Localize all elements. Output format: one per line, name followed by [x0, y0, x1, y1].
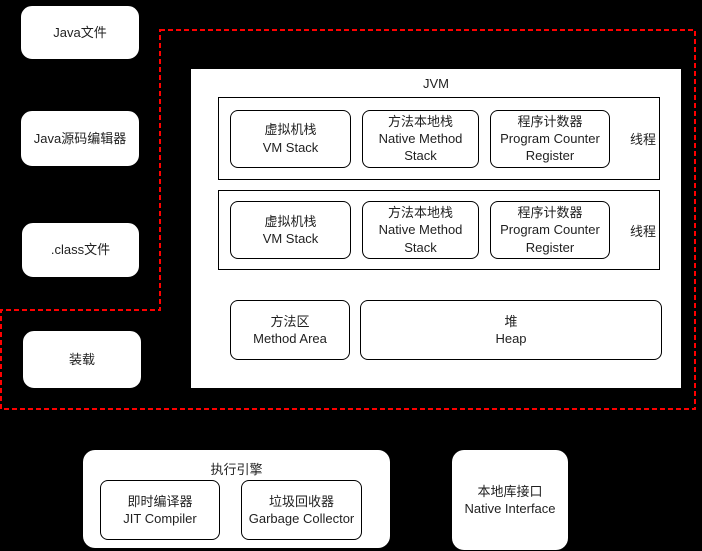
node-heap-label-en: Heap — [495, 331, 527, 346]
node-heap: 堆 Heap — [360, 300, 662, 360]
node-native-method-stack: 方法本地栈 Native Method Stack — [362, 109, 479, 168]
node-vm-stack-label-en: VM Stack — [262, 231, 319, 246]
node-load-label: 装载 — [68, 351, 95, 367]
node-heap-label-zh: 堆 — [504, 313, 518, 329]
node-native-interface: 本地库接口 Native Interface — [452, 450, 568, 550]
node-native-method-stack-label-en: Native Method Stack — [378, 130, 463, 164]
jvm-title: JVM — [423, 76, 449, 91]
node-jit-compiler-label-en: JIT Compiler — [123, 511, 197, 526]
node-vm-stack-label-zh: 虚拟机栈 — [264, 122, 317, 138]
node-garbage-collector-label-en: Garbage Collector — [248, 511, 355, 526]
node-program-counter-register-label-en: Program Counter Register — [500, 130, 600, 164]
node-program-counter-register: 程序计数器 Program Counter Register — [490, 109, 610, 168]
node-java-source-editor-label: Java源码编辑器 — [33, 130, 127, 146]
node-class-file: .class文件 — [21, 222, 140, 278]
node-garbage-collector-label-zh: 垃圾回收器 — [268, 493, 334, 509]
thread-label: 线程 — [629, 223, 656, 239]
node-native-method-stack-label-en: Native Method Stack — [378, 222, 463, 255]
node-native-interface-label-en: Native Interface — [464, 501, 556, 516]
node-class-file-label: .class文件 — [50, 242, 111, 258]
node-native-method-stack-label-zh: 方法本地栈 — [387, 113, 453, 129]
jvm-panel: JVM 虚拟机栈 VM Stack 方法本地栈 Native Method St… — [191, 69, 681, 388]
node-vm-stack: 虚拟机栈 VM Stack — [230, 109, 351, 168]
node-native-interface-label-zh: 本地库接口 — [477, 483, 543, 499]
node-jit-compiler: 即时编译器 JIT Compiler — [100, 480, 220, 540]
thread-row-2: 虚拟机栈 VM Stack 方法本地栈 Native Method Stack … — [218, 190, 660, 270]
node-vm-stack-label-en: VM Stack — [262, 139, 319, 155]
execution-engine-panel: 执行引擎 即时编译器 JIT Compiler 垃圾回收器 Garbage Co… — [83, 450, 390, 548]
node-program-counter-register: 程序计数器 Program Counter Register — [490, 201, 610, 259]
node-load: 装载 — [22, 330, 142, 389]
node-method-area-label-en: Method Area — [253, 331, 327, 346]
node-program-counter-register-label-zh: 程序计数器 — [517, 205, 583, 221]
node-program-counter-register-label-zh: 程序计数器 — [517, 113, 583, 129]
node-program-counter-register-label-en: Program Counter Register — [500, 222, 600, 255]
node-native-method-stack: 方法本地栈 Native Method Stack — [362, 201, 479, 259]
node-method-area-label-zh: 方法区 — [270, 313, 310, 329]
node-jit-compiler-label-zh: 即时编译器 — [127, 493, 193, 509]
node-method-area: 方法区 Method Area — [230, 300, 350, 360]
node-java-file-label: Java文件 — [53, 24, 107, 40]
node-vm-stack-label-zh: 虚拟机栈 — [264, 213, 317, 229]
thread-row-1: 虚拟机栈 VM Stack 方法本地栈 Native Method Stack … — [218, 97, 660, 180]
execution-engine-title: 执行引擎 — [210, 462, 263, 477]
thread-label: 线程 — [629, 132, 656, 147]
node-java-source-editor: Java源码编辑器 — [20, 110, 140, 167]
node-java-file: Java文件 — [20, 5, 140, 60]
node-vm-stack: 虚拟机栈 VM Stack — [230, 201, 351, 259]
node-native-method-stack-label-zh: 方法本地栈 — [387, 205, 453, 221]
node-garbage-collector: 垃圾回收器 Garbage Collector — [241, 480, 362, 540]
